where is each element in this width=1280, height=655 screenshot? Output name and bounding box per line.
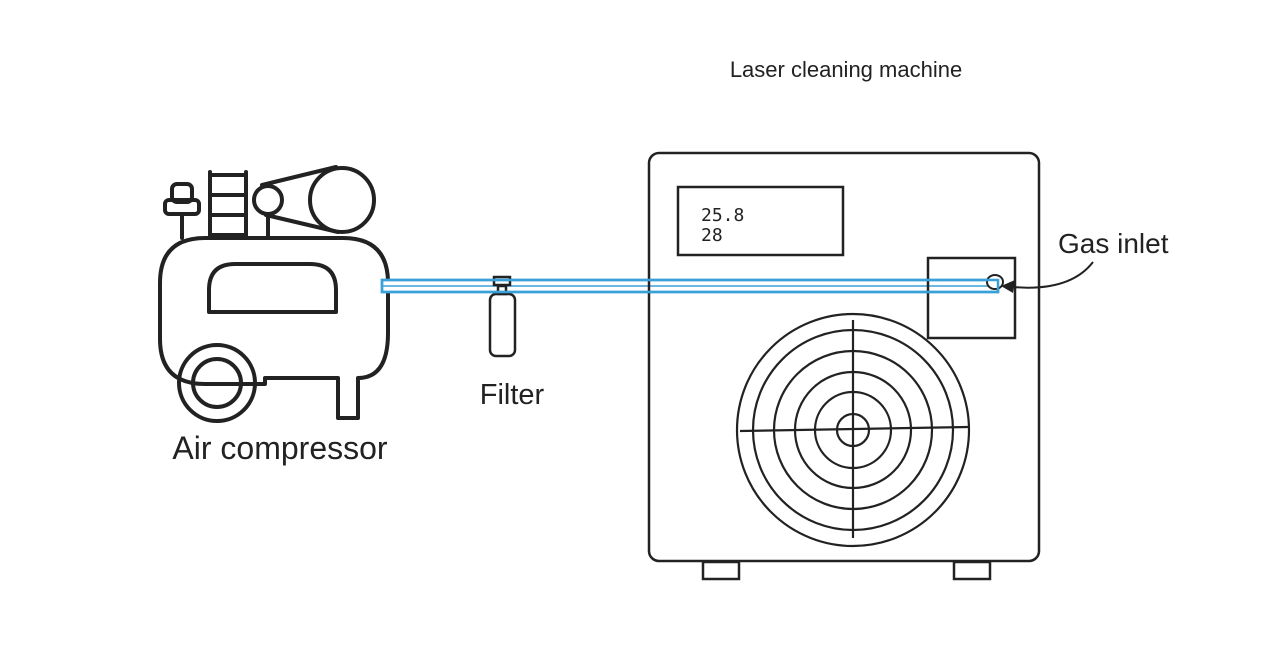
machine-display bbox=[676, 185, 845, 257]
machine-foot-left bbox=[701, 560, 741, 581]
display-reading-2: 28 bbox=[701, 225, 723, 246]
compressor-gauge-knob bbox=[163, 182, 201, 240]
compressor-label: Air compressor bbox=[172, 430, 388, 466]
air-compressor bbox=[158, 165, 390, 423]
compressor-window bbox=[207, 262, 338, 314]
gas-inlet-arrow bbox=[1001, 261, 1094, 293]
gas-inlet-panel bbox=[926, 256, 1017, 340]
compressor-tank bbox=[158, 236, 390, 420]
laser-cleaning-machine bbox=[647, 151, 1041, 581]
gas-inlet-port bbox=[986, 274, 1004, 290]
machine-foot-right bbox=[952, 560, 992, 581]
machine-fan-grille bbox=[735, 312, 971, 548]
compressor-cooling-fins bbox=[208, 170, 248, 240]
gas-inlet-label: Gas inlet bbox=[1058, 228, 1169, 259]
machine-housing bbox=[647, 151, 1041, 563]
air-hose bbox=[380, 278, 1000, 294]
compressor-wheel bbox=[177, 343, 257, 423]
filter-label: Filter bbox=[480, 379, 545, 411]
display-reading-1: 25.8 bbox=[701, 205, 744, 226]
compressor-belt-pulleys bbox=[252, 165, 376, 240]
machine-label: Laser cleaning machine bbox=[730, 57, 962, 82]
